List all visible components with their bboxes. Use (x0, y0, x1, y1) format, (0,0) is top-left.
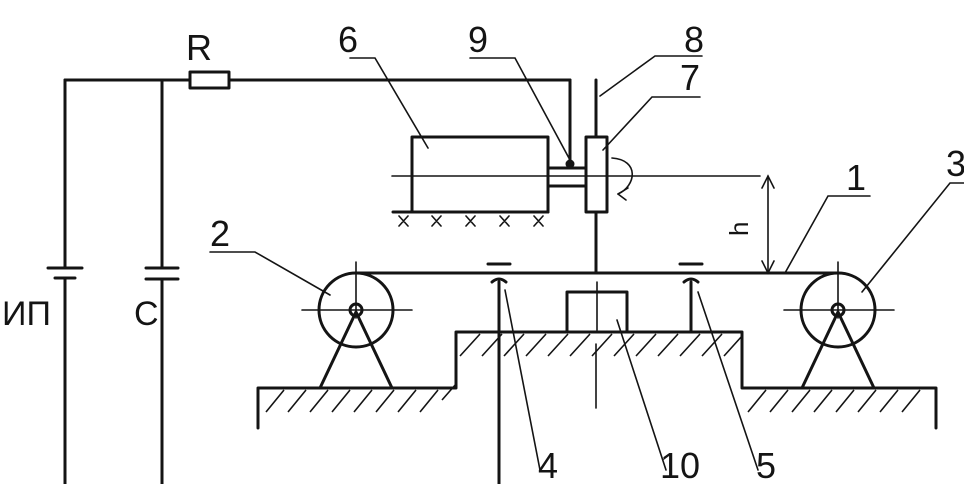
left-roller-support (301, 261, 413, 390)
label-6: 6 (338, 19, 358, 60)
gap-arrow-bottom (761, 260, 775, 275)
label-9: 9 (468, 19, 488, 60)
label-gap: h (724, 222, 754, 236)
leader-6 (349, 57, 429, 149)
label-7: 7 (680, 57, 700, 98)
base-hatching (265, 333, 921, 413)
gap-arrow-top (761, 174, 775, 189)
leader-3 (861, 182, 964, 293)
leader-9 (469, 57, 571, 161)
left-support-stand (318, 310, 394, 390)
contact-4 (490, 277, 508, 284)
motor-assembly (391, 78, 761, 275)
circuit (46, 70, 572, 484)
label-2: 2 (210, 213, 230, 254)
leader-2 (209, 251, 331, 296)
motor-body (410, 135, 550, 214)
label-5: 5 (756, 445, 776, 484)
leader-10 (616, 319, 667, 471)
resistor (188, 70, 231, 90)
leader-lines (209, 55, 964, 471)
label-8: 8 (684, 19, 704, 60)
gap-dimension (761, 174, 775, 275)
label-4: 4 (538, 445, 558, 484)
leader-7 (602, 96, 701, 151)
motor-mount-crosses (398, 215, 544, 227)
leader-8 (599, 55, 703, 97)
label-power-source: ИП (2, 295, 51, 333)
right-roller-support (783, 261, 895, 390)
label-1: 1 (846, 157, 866, 198)
label-3: 3 (946, 143, 964, 184)
rotation-arrowhead (617, 187, 629, 201)
label-resistor: R (186, 27, 212, 68)
label-capacitor: C (134, 295, 159, 333)
contacts (486, 262, 704, 334)
contact-5 (682, 277, 700, 284)
leader-4 (504, 289, 541, 471)
leader-1 (784, 195, 871, 274)
brush-contact (565, 159, 575, 169)
leader-5 (697, 291, 759, 471)
label-10: 10 (660, 445, 700, 484)
labels: R ИП C h 1 2 3 4 5 6 7 8 9 10 (2, 19, 964, 484)
right-support-stand (800, 310, 876, 390)
